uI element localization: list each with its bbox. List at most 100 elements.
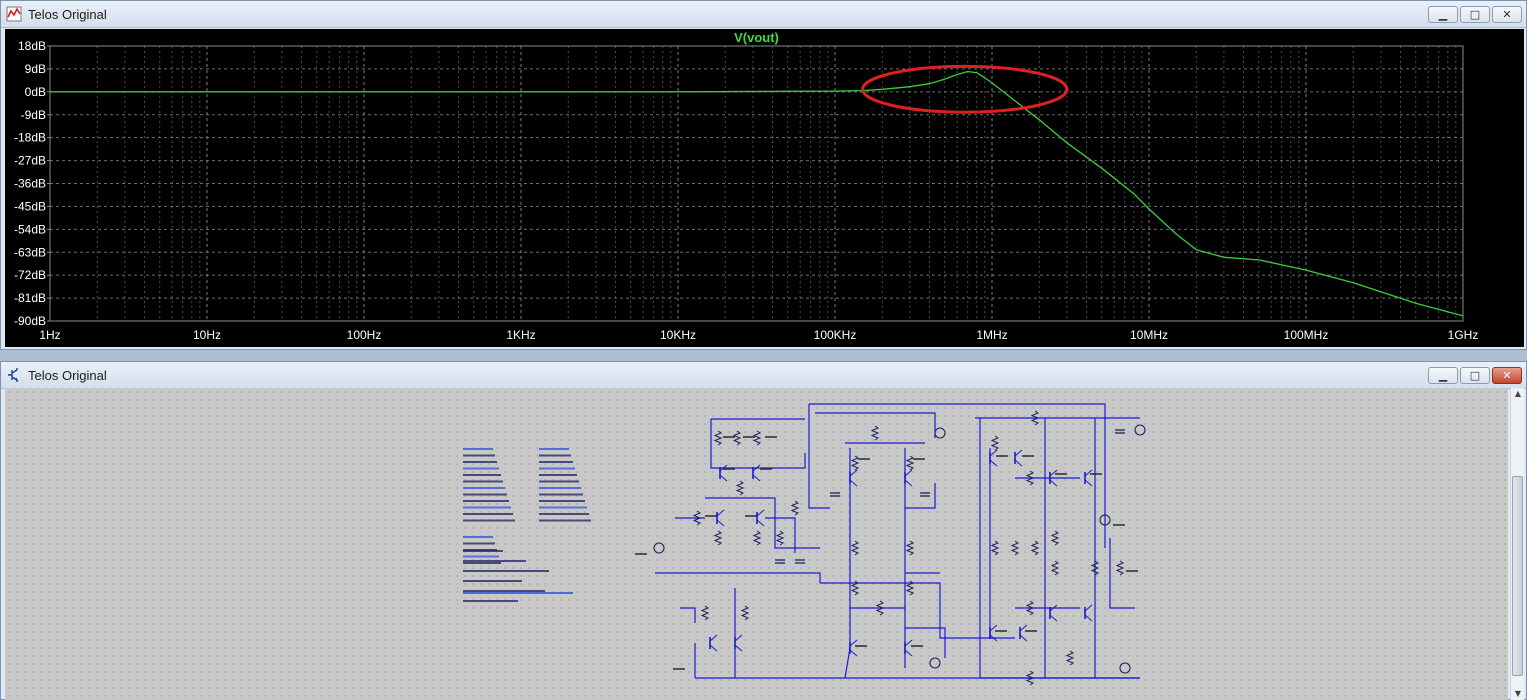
schematic-titlebar[interactable]: Telos Original ▁ □ ✕ <box>1 362 1526 389</box>
spice-directive[interactable] <box>539 461 573 463</box>
spice-directive[interactable] <box>539 448 569 450</box>
voltage-source[interactable] <box>1134 424 1146 436</box>
minimize-button[interactable]: ▁ <box>1428 6 1458 23</box>
resistor[interactable] <box>905 455 915 471</box>
resistor[interactable] <box>850 540 860 556</box>
spice-directive[interactable] <box>463 480 503 483</box>
resistor[interactable] <box>875 600 885 616</box>
spice-directive[interactable] <box>463 448 493 450</box>
resistor[interactable] <box>1090 560 1100 576</box>
spice-directive[interactable] <box>463 461 497 463</box>
component-label <box>743 436 755 438</box>
resistor[interactable] <box>1025 670 1035 686</box>
spice-directive[interactable] <box>463 555 499 558</box>
resistor[interactable] <box>870 425 880 441</box>
resistor[interactable] <box>1025 470 1035 486</box>
spice-directive[interactable] <box>539 519 591 522</box>
plot-titlebar[interactable]: Telos Original ▁ □ ✕ <box>1 1 1526 28</box>
spice-directive[interactable] <box>539 487 581 489</box>
resistor[interactable] <box>1025 600 1035 616</box>
resistor[interactable] <box>905 580 915 596</box>
spice-directive[interactable] <box>463 590 545 592</box>
spice-directive[interactable] <box>463 454 495 457</box>
resistor[interactable] <box>990 435 1000 451</box>
window-title: Telos Original <box>28 6 107 22</box>
resistor[interactable] <box>1050 530 1060 546</box>
spice-directive[interactable] <box>539 474 577 476</box>
spice-directive[interactable] <box>463 550 503 552</box>
spice-directive[interactable] <box>463 487 505 489</box>
resistor[interactable] <box>775 530 785 546</box>
transistor-lead <box>849 469 858 477</box>
window-title: Telos Original <box>28 367 107 383</box>
resistor[interactable] <box>713 530 723 546</box>
spice-directive[interactable] <box>539 506 587 509</box>
resistor[interactable] <box>740 605 750 621</box>
resistor[interactable] <box>1010 540 1020 556</box>
resistor[interactable] <box>1115 560 1125 576</box>
resistor[interactable] <box>713 430 723 446</box>
scroll-thumb[interactable] <box>1512 476 1523 676</box>
resistor[interactable] <box>850 580 860 596</box>
spice-directive[interactable] <box>463 467 499 470</box>
spice-directive[interactable] <box>539 493 583 496</box>
maximize-button[interactable]: □ <box>1460 367 1490 384</box>
vertical-scrollbar[interactable]: ▲ ▼ <box>1510 388 1524 700</box>
transistor-lead <box>1084 469 1093 477</box>
chart-title[interactable]: V(vout) <box>734 30 779 45</box>
close-button[interactable]: ✕ <box>1492 367 1522 384</box>
resistor[interactable] <box>1065 650 1075 666</box>
resistor[interactable] <box>700 605 710 621</box>
resistor[interactable] <box>1030 410 1040 426</box>
spice-directive[interactable] <box>463 474 501 476</box>
bode-plot-chart[interactable]: 18dB9dB0dB-9dB-18dB-27dB-36dB-45dB-54dB-… <box>5 29 1524 347</box>
voltage-source[interactable] <box>653 542 665 554</box>
spice-directive[interactable] <box>463 570 549 572</box>
scroll-up-arrow-icon[interactable]: ▲ <box>1514 389 1522 398</box>
scroll-down-arrow-icon[interactable]: ▼ <box>1514 689 1522 698</box>
spice-directive[interactable] <box>463 560 526 562</box>
voltage-source[interactable] <box>1119 662 1131 674</box>
spice-directive[interactable] <box>539 513 589 515</box>
spice-directive[interactable] <box>463 542 495 545</box>
resistor[interactable] <box>732 430 742 446</box>
spice-directive[interactable] <box>539 500 585 502</box>
schematic-canvas[interactable] <box>5 388 1508 700</box>
voltage-source[interactable] <box>929 657 941 669</box>
spice-directive[interactable] <box>539 454 571 457</box>
resistor[interactable] <box>850 455 860 471</box>
spice-directive[interactable] <box>463 506 511 509</box>
voltage-source[interactable] <box>934 427 946 439</box>
resistor[interactable] <box>1030 540 1040 556</box>
resistor[interactable] <box>905 540 915 556</box>
close-button[interactable]: ✕ <box>1492 6 1522 23</box>
circuit-diagram[interactable] <box>5 388 1508 700</box>
spice-directive[interactable] <box>539 467 575 470</box>
resistor[interactable] <box>790 500 800 516</box>
spice-directive[interactable] <box>463 580 522 582</box>
spice-directive[interactable] <box>539 480 579 483</box>
maximize-button[interactable]: □ <box>1460 6 1490 23</box>
spice-directive[interactable] <box>463 513 513 515</box>
resistor[interactable] <box>752 430 762 446</box>
spice-directive[interactable] <box>463 600 518 602</box>
spice-directive[interactable] <box>463 536 493 538</box>
series-line[interactable] <box>50 70 1464 317</box>
transistor-lead <box>752 474 761 482</box>
resistor[interactable] <box>735 480 745 496</box>
schematic-window[interactable]: Telos Original ▁ □ ✕ ▲ ▼ <box>0 361 1527 700</box>
resistor[interactable] <box>990 540 1000 556</box>
spice-directive[interactable] <box>463 519 515 522</box>
resistor[interactable] <box>752 530 762 546</box>
voltage-source[interactable] <box>1099 514 1111 526</box>
spice-directive[interactable] <box>463 592 573 594</box>
spice-directive[interactable] <box>463 562 501 564</box>
spice-directive[interactable] <box>463 493 507 496</box>
spice-directive[interactable] <box>463 500 509 502</box>
resistor[interactable] <box>1050 560 1060 576</box>
minimize-button[interactable]: ▁ <box>1428 367 1458 384</box>
resistor[interactable] <box>692 510 702 526</box>
x-tick-label: 10MHz <box>1130 328 1168 342</box>
